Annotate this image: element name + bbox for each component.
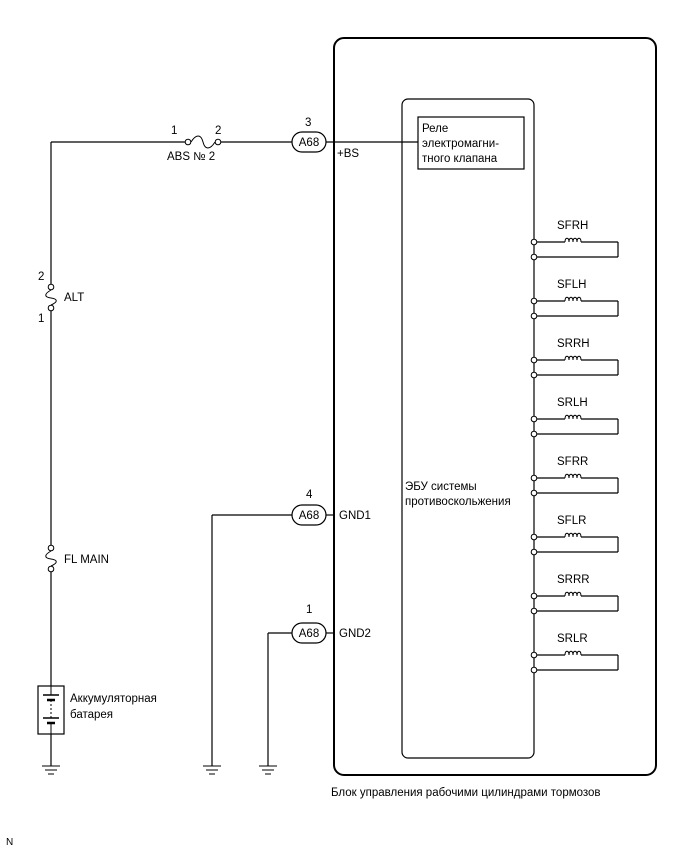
solenoid-sfrr: SFRR	[530, 456, 619, 497]
solenoid-label-sflr: SFLR	[557, 515, 586, 527]
fl-main-fuse-label: FL MAIN	[64, 554, 109, 566]
solenoid-sflh: SFLH	[530, 279, 619, 320]
fl-main-fuse-symbol	[45, 544, 57, 573]
connector-a68-pin1-number: 1	[306, 604, 312, 616]
solenoid-label-srlr: SRLR	[557, 633, 588, 645]
battery-label-1: Аккумуляторная	[70, 693, 157, 705]
solenoid-group: SFRH SFLH SRRH SRLH SFRR SFLR SRRR SRLR	[530, 220, 619, 674]
battery-label-2: батарея	[70, 709, 113, 721]
solenoid-srrh: SRRH	[530, 338, 619, 379]
relay-box	[417, 116, 525, 170]
solenoid-srrr: SRRR	[530, 574, 619, 615]
connector-a68-pin3	[291, 131, 327, 153]
ground-icon-gnd1	[203, 765, 221, 775]
ecu-block-label: Блок управления рабочими цилиндрами торм…	[331, 787, 601, 799]
signal-gnd2-label: GND2	[339, 628, 371, 640]
signal-gnd1-label: GND1	[339, 510, 371, 522]
connector-a68-pin4-code: A68	[299, 510, 319, 522]
solenoid-label-sfrh: SFRH	[557, 220, 588, 232]
relay-label-1: Реле	[422, 123, 448, 135]
abs-fuse-pin-left: 1	[171, 125, 177, 137]
solenoid-label-sflh: SFLH	[557, 279, 586, 291]
solenoid-srlr: SRLR	[530, 633, 619, 674]
relay-label-2: электромагни-	[422, 138, 499, 150]
ecu-inner-block	[401, 98, 535, 759]
solenoid-label-srlh: SRLH	[557, 397, 588, 409]
solenoid-label-sfrr: SFRR	[557, 456, 588, 468]
alt-fuse-symbol	[45, 283, 57, 312]
abs-fuse-symbol	[184, 135, 222, 149]
relay-label-3: тного клапана	[422, 153, 498, 165]
ecu-inner-label-2: противоскольжения	[405, 496, 511, 508]
connector-a68-pin3-number: 3	[305, 117, 311, 129]
battery-symbol	[37, 685, 65, 735]
alt-fuse-pin-top: 2	[38, 271, 44, 283]
alt-fuse-pin-bottom: 1	[38, 313, 44, 325]
connector-a68-pin4-number: 4	[306, 489, 313, 501]
connector-a68-pin4	[291, 504, 327, 526]
solenoid-sfrh: SFRH	[530, 220, 619, 261]
ecu-inner-label-1: ЭБУ системы	[405, 481, 477, 493]
corner-mark: N	[6, 837, 13, 848]
ground-icon-gnd2	[259, 765, 277, 775]
connector-a68-pin1	[291, 622, 327, 644]
signal-bs-label: +BS	[337, 148, 359, 160]
solenoid-sflr: SFLR	[530, 515, 619, 556]
connector-a68-pin1-code: A68	[299, 628, 319, 640]
abs-fuse-label: ABS № 2	[167, 151, 215, 163]
alt-fuse-label: ALT	[64, 292, 84, 304]
ground-icon-battery	[42, 765, 60, 775]
solenoid-label-srrh: SRRH	[557, 338, 590, 350]
connector-a68-pin3-code: A68	[299, 137, 319, 149]
solenoid-label-srrr: SRRR	[557, 574, 590, 586]
ecu-outer-block	[333, 37, 657, 776]
solenoid-srlh: SRLH	[530, 397, 619, 438]
abs-fuse-pin-right: 2	[215, 125, 221, 137]
